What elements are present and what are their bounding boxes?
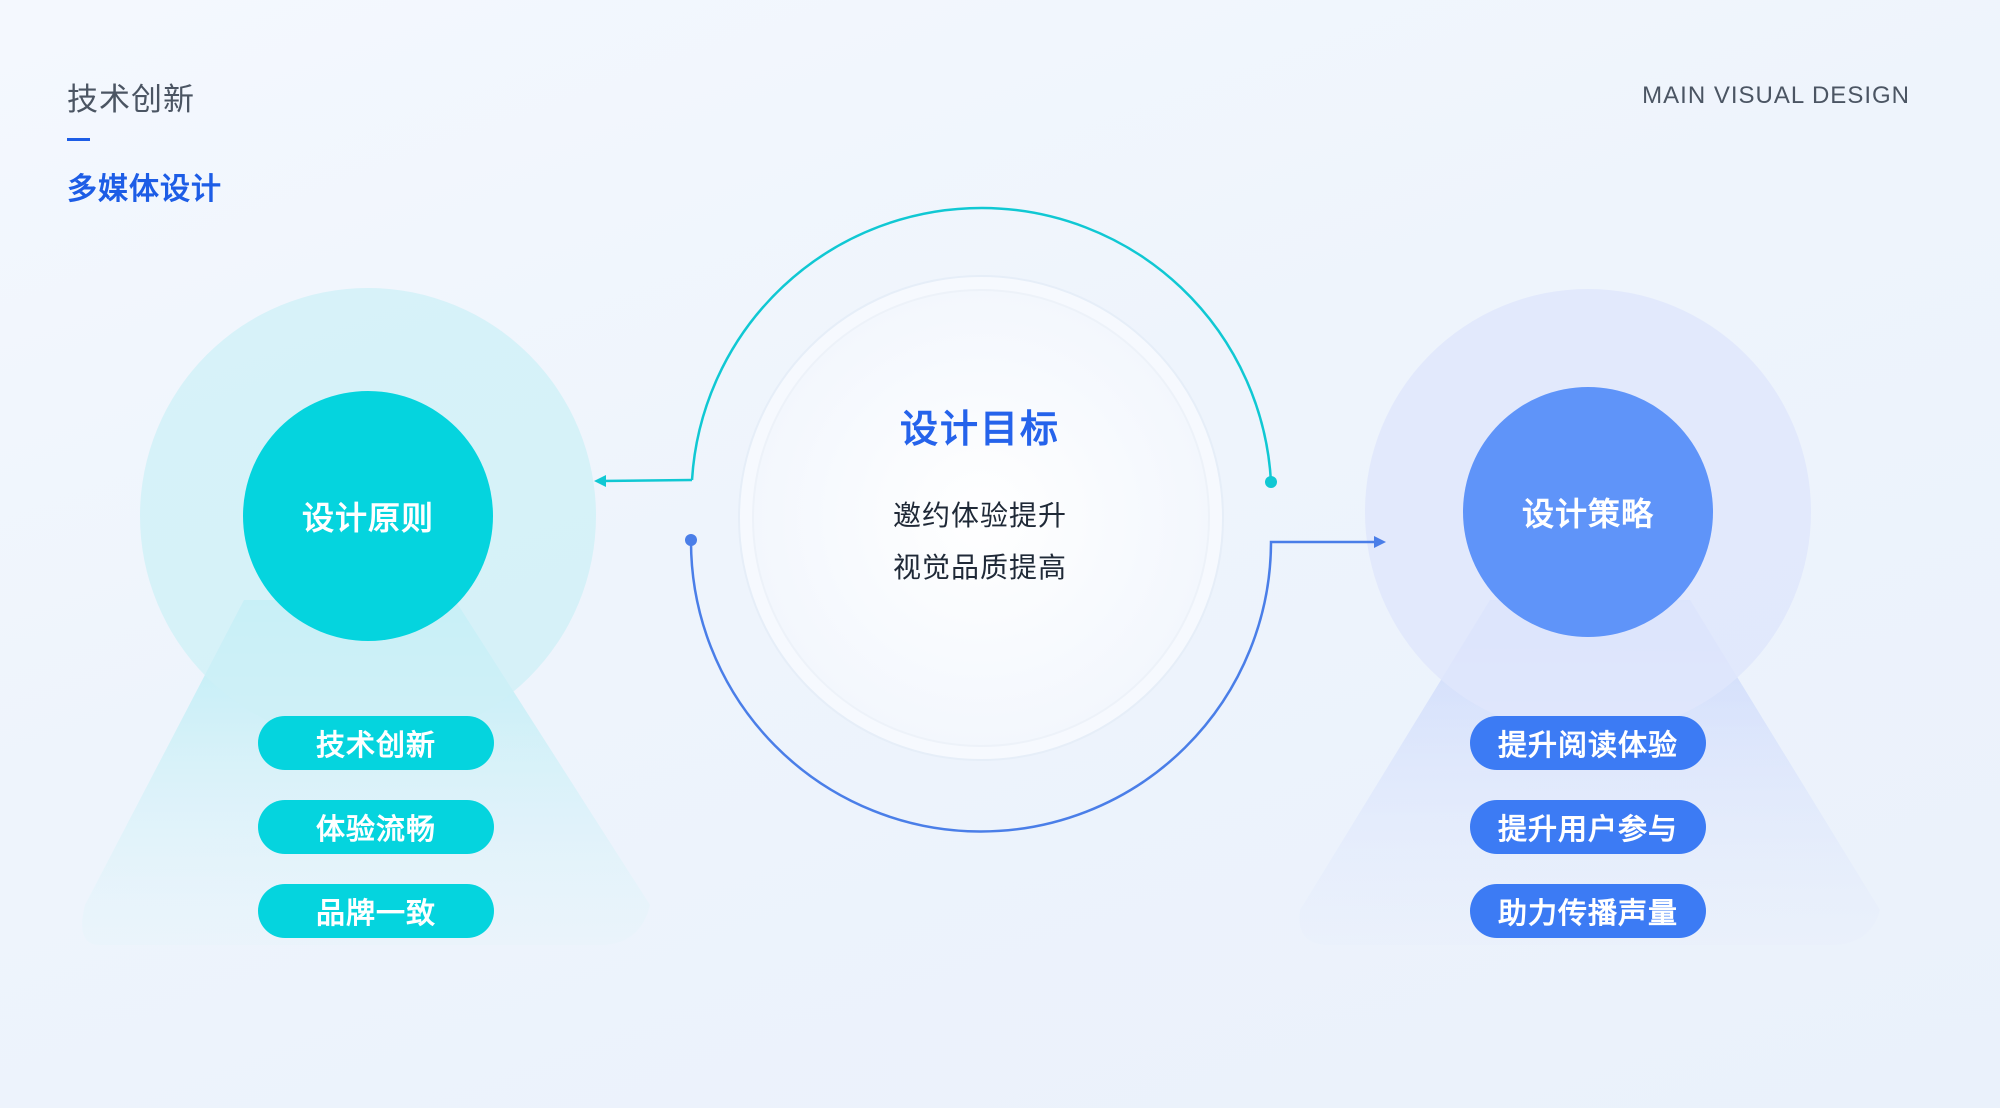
- blue-arrow-line: [1269, 540, 1378, 544]
- cyan-arc-dot: [1265, 476, 1277, 488]
- right-item-label: 助力传播声量: [1497, 896, 1678, 930]
- left-item-pill: 技术创新: [258, 716, 494, 770]
- cyan-arc: [690, 206, 1273, 483]
- cyan-arrow-line: [599, 478, 693, 483]
- left-core-title: 设计原则: [301, 499, 434, 537]
- right-item-pill: 助力传播声量: [1470, 884, 1706, 938]
- left-item-label: 技术创新: [315, 728, 436, 762]
- header-category: 技术创新: [67, 82, 195, 118]
- center-title: 设计目标: [899, 407, 1060, 451]
- right-item-label: 提升阅读体验: [1497, 728, 1678, 762]
- header-tagline: MAIN VISUAL DESIGN: [1642, 82, 1910, 109]
- left-core-circle: 设计原则: [243, 391, 493, 641]
- left-item-label: 体验流畅: [315, 812, 436, 846]
- header-subtitle: 多媒体设计: [67, 172, 222, 207]
- right-core-title: 设计策略: [1521, 495, 1654, 533]
- center-disk: [752, 289, 1210, 747]
- right-item-label: 提升用户参与: [1497, 812, 1678, 846]
- left-item-pill: 体验流畅: [258, 800, 494, 854]
- left-item-pill: 品牌一致: [258, 884, 494, 938]
- right-item-pill: 提升阅读体验: [1470, 716, 1706, 770]
- right-light-cone: [1299, 600, 1880, 945]
- right-item-pill: 提升用户参与: [1470, 800, 1706, 854]
- header-divider: [67, 138, 90, 141]
- center-line: 邀约体验提升: [892, 499, 1067, 532]
- left-item-label: 品牌一致: [315, 896, 436, 930]
- blue-arc: [689, 539, 1273, 833]
- right-core-circle: 设计策略: [1463, 387, 1713, 637]
- center-line: 视觉品质提高: [892, 551, 1067, 584]
- cyan-arrowhead: [594, 475, 606, 487]
- blue-arrowhead: [1374, 536, 1386, 548]
- blue-arc-dot: [685, 534, 697, 546]
